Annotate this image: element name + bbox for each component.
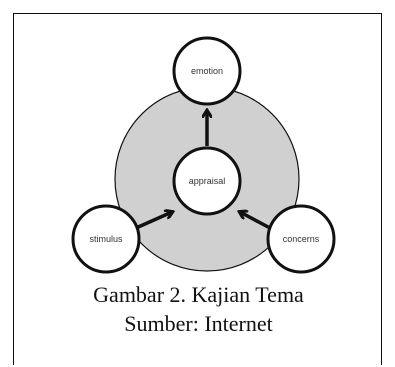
figure-caption-title: Gambar 2. Kajian Tema bbox=[93, 282, 304, 307]
node-appraisal-label: appraisal bbox=[189, 176, 226, 186]
node-emotion-label: emotion bbox=[191, 66, 223, 76]
arrow-stimulus-to-appraisal bbox=[135, 212, 172, 230]
node-concerns-label: concerns bbox=[283, 234, 320, 244]
node-appraisal: appraisal bbox=[172, 146, 242, 216]
figure-caption-source: Sumber: Internet bbox=[124, 311, 273, 336]
arrow-concerns-to-appraisal bbox=[240, 212, 271, 230]
node-emotion: emotion bbox=[172, 36, 242, 106]
figure-frame: emotion appraisal stimulus concerns Gamb… bbox=[13, 13, 382, 365]
node-stimulus: stimulus bbox=[71, 204, 141, 274]
node-concerns: concerns bbox=[266, 204, 336, 274]
node-stimulus-label: stimulus bbox=[89, 234, 123, 244]
appraisal-diagram: emotion appraisal stimulus concerns bbox=[71, 36, 336, 274]
